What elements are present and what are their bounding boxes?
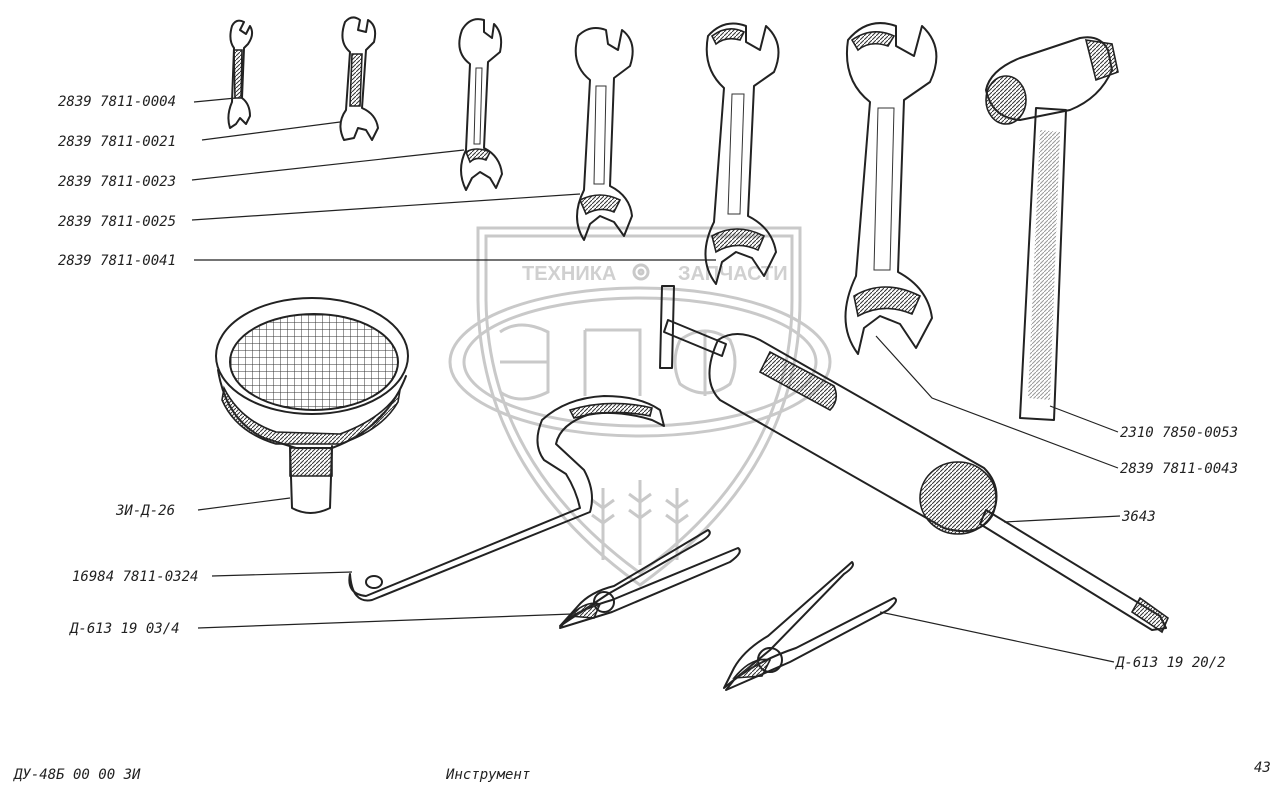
wrench-0025: [574, 27, 634, 241]
page-title: Инструмент: [445, 767, 530, 783]
label-pliers-03-4: Д-613 19 03/4: [69, 621, 180, 637]
pliers-20-2: [723, 561, 897, 691]
label-funnel: 3И-Д-26: [115, 503, 175, 519]
watermark-gear-icon: [632, 263, 650, 281]
doc-code: ДУ-48Б 00 00 ЗИ: [13, 767, 141, 783]
labels: 2839 7811-0004 2839 7811-0021 2839 7811-…: [58, 94, 1238, 671]
hammer: [985, 36, 1119, 421]
watermark-text-left: ТЕХНИКА: [522, 263, 616, 285]
funnel: [215, 297, 409, 514]
label-hammer: 2310 7850-0053: [1120, 425, 1238, 441]
watermark-text-right: ЗАПЧАСТИ: [678, 263, 788, 285]
wrench-0023: [458, 18, 503, 191]
label-wrench-0041: 2839 7811-0041: [58, 253, 176, 269]
wrench-0041: [704, 22, 780, 285]
label-pliers-20-2: Д-613 19 20/2: [1115, 655, 1226, 671]
pliers-03-4: [559, 529, 741, 629]
hook-spanner: [348, 395, 665, 602]
page-number: 43: [1254, 760, 1271, 776]
grease-gun: [659, 285, 1169, 634]
label-hook-spanner: 16984 7811-0324: [72, 569, 198, 585]
label-wrench-0025: 2839 7811-0025: [58, 214, 176, 230]
label-wrench-0021: 2839 7811-0021: [58, 134, 176, 150]
wrench-0004: [227, 19, 254, 129]
wrench-0021: [339, 16, 379, 141]
watermark-wheat-icon: [591, 480, 689, 565]
wrench-0043: [844, 22, 938, 355]
label-wrench-0043: 2839 7811-0043: [1120, 461, 1238, 477]
label-wrench-0004: 2839 7811-0004: [58, 94, 176, 110]
footer: ДУ-48Б 00 00 ЗИ Инструмент 43: [13, 760, 1271, 783]
leader-lines: [191, 97, 1121, 663]
label-grease-gun: 3643: [1121, 509, 1156, 525]
label-wrench-0023: 2839 7811-0023: [58, 174, 176, 190]
